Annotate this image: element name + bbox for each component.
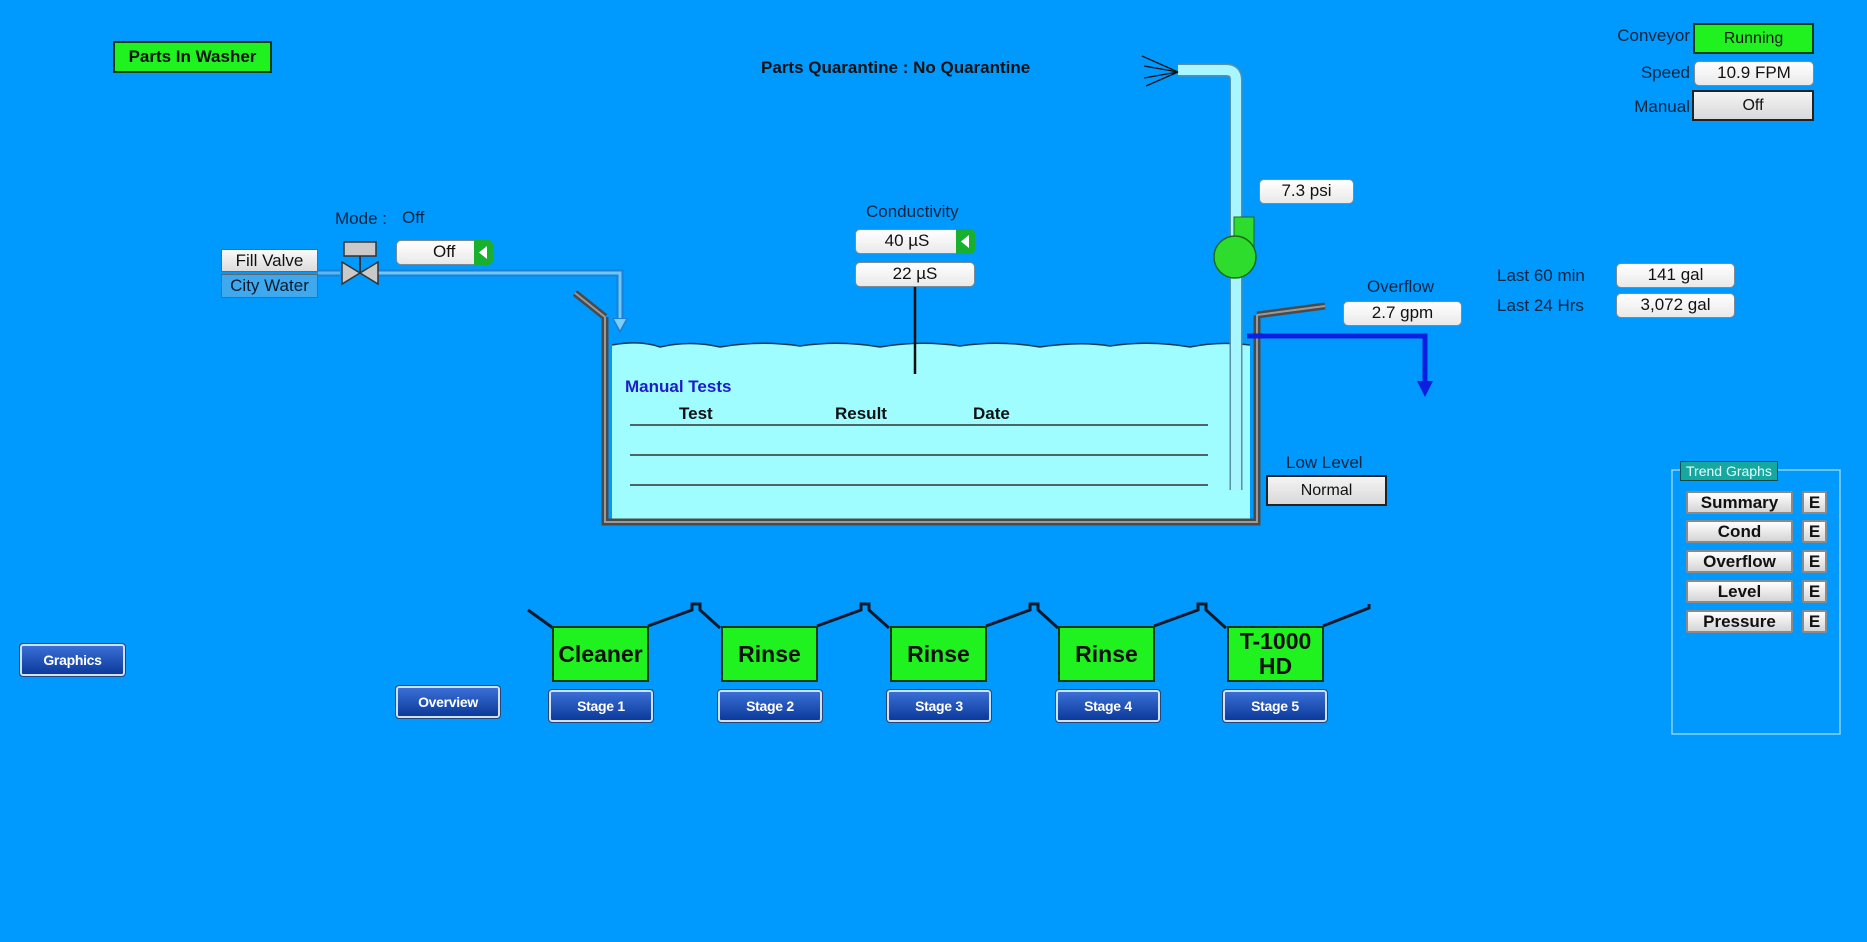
overflow-value: 2.7 gpm: [1343, 301, 1462, 326]
stage-3-name: Rinse: [907, 640, 970, 667]
stage-1-button[interactable]: Stage 1: [548, 689, 654, 723]
stage-2-name: Rinse: [738, 640, 801, 667]
last-24-label: Last 24 Hrs: [1497, 296, 1584, 315]
parts-in-washer-badge: Parts In Washer: [113, 41, 272, 73]
pump-pressure: 7.3 psi: [1259, 179, 1354, 204]
manual-tests-rules: [630, 424, 1208, 486]
mode-label: Mode :: [335, 209, 387, 228]
stage-5-button[interactable]: Stage 5: [1222, 689, 1328, 723]
stage-2-button[interactable]: Stage 2: [717, 689, 823, 723]
column-date: Date: [973, 404, 1010, 423]
graphics-button[interactable]: Graphics: [19, 643, 126, 677]
fill-mode-arrow-button[interactable]: [474, 240, 493, 265]
pump-pipe: [1141, 55, 1243, 490]
last-60-value: 141 gal: [1616, 263, 1735, 288]
trend-level-button[interactable]: Level: [1686, 580, 1793, 603]
trend-pressure-button[interactable]: Pressure: [1686, 610, 1793, 633]
overview-button[interactable]: Overview: [395, 685, 501, 719]
trend-summary-export-button[interactable]: E: [1802, 491, 1827, 514]
stage-3-tank: Rinse: [890, 626, 987, 682]
trend-overflow-button[interactable]: Overflow: [1686, 550, 1793, 573]
wash-tank: [572, 290, 1326, 526]
trend-pressure-export-button[interactable]: E: [1802, 610, 1827, 633]
trend-cond-export-button[interactable]: E: [1802, 520, 1827, 543]
speed-label: Speed: [1640, 63, 1690, 82]
overflow-label: Overflow: [1367, 277, 1435, 296]
stage-4-button[interactable]: Stage 4: [1055, 689, 1161, 723]
conductivity-label: Conductivity: [866, 202, 959, 221]
mode-value: Off: [402, 208, 425, 227]
caret-left-icon: [479, 246, 487, 259]
manual-toggle[interactable]: Off: [1692, 90, 1814, 121]
stage-5-tank: T-1000 HD: [1227, 626, 1324, 682]
conveyor-label: Conveyor: [1617, 26, 1690, 45]
conveyor-status: Running: [1693, 23, 1814, 54]
overflow-pipe: [1247, 333, 1433, 397]
stage-3-button[interactable]: Stage 3: [886, 689, 992, 723]
last-24-value: 3,072 gal: [1616, 293, 1735, 318]
stage-4-tank: Rinse: [1058, 626, 1155, 682]
stage-1-name: Cleaner: [558, 640, 643, 667]
fill-valve-icon[interactable]: [341, 241, 379, 286]
stage-links: [527, 602, 1371, 630]
low-level-label: Low Level: [1286, 453, 1363, 472]
speed-value: 10.9 FPM: [1694, 61, 1814, 86]
trend-overflow-export-button[interactable]: E: [1802, 550, 1827, 573]
conductivity-actual: 22 µS: [855, 262, 975, 287]
fill-pipe: [318, 269, 628, 334]
trend-cond-button[interactable]: Cond: [1686, 520, 1793, 543]
stage-5-name: T-1000 HD: [1239, 628, 1312, 679]
city-water-label: City Water: [221, 274, 318, 298]
stage-2-tank: Rinse: [721, 626, 818, 682]
manual-tests-title: Manual Tests: [625, 377, 732, 396]
stage-4-name: Rinse: [1075, 640, 1138, 667]
conductivity-arrow-button[interactable]: [956, 229, 975, 254]
last-60-label: Last 60 min: [1497, 266, 1585, 285]
trend-summary-button[interactable]: Summary: [1686, 491, 1793, 514]
stage-1-tank: Cleaner: [552, 626, 649, 682]
column-result: Result: [835, 404, 887, 423]
manual-label: Manual: [1634, 97, 1690, 116]
low-level-status: Normal: [1266, 475, 1387, 506]
trend-graphs-title: Trend Graphs: [1680, 461, 1778, 481]
trend-level-export-button[interactable]: E: [1802, 580, 1827, 603]
caret-left-icon: [961, 235, 969, 248]
pump-icon[interactable]: [1213, 216, 1257, 279]
column-test: Test: [679, 404, 713, 423]
conductivity-setpoint[interactable]: 40 µS: [855, 229, 975, 254]
fill-mode-select-value: Off: [433, 242, 456, 261]
fill-valve-label: Fill Valve: [221, 249, 318, 272]
quarantine-status: Parts Quarantine : No Quarantine: [761, 58, 1031, 77]
